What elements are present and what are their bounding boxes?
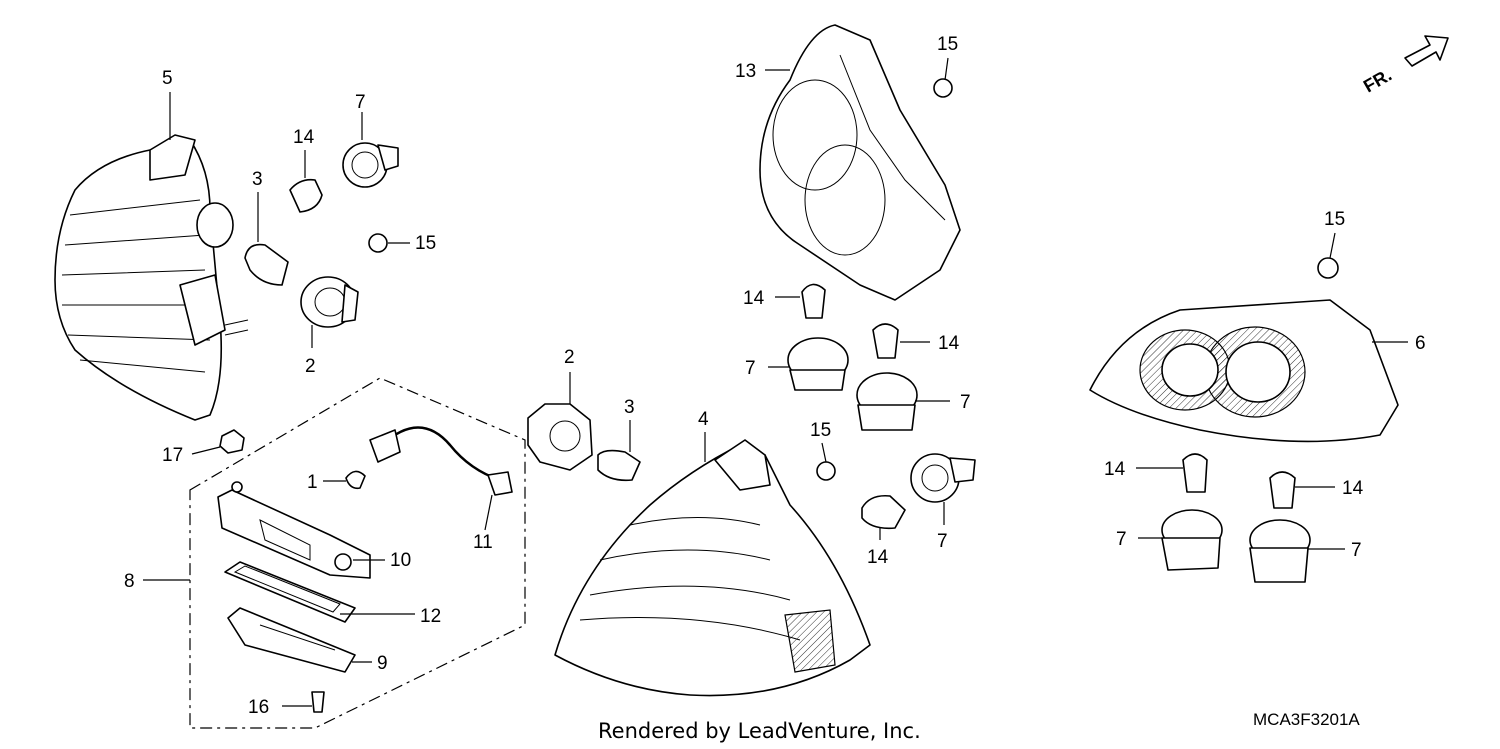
- screw-16[interactable]: [311, 691, 325, 713]
- callout-15: 15: [1324, 209, 1345, 230]
- callout-14: 14: [938, 333, 960, 354]
- gasket-12[interactable]: [224, 561, 356, 623]
- bulb-socket-7-a[interactable]: [342, 142, 399, 188]
- callout-16: 16: [248, 697, 269, 718]
- callout-14: 14: [1342, 478, 1364, 499]
- callout-6: 6: [1415, 333, 1426, 354]
- wiring-harness-11[interactable]: [369, 426, 513, 496]
- callout-3: 3: [252, 169, 263, 190]
- lens-9[interactable]: [227, 607, 356, 673]
- bulb-socket-7-e[interactable]: [1161, 509, 1223, 571]
- bulb-socket-7-b[interactable]: [787, 337, 849, 391]
- wedge-bulb-3-b[interactable]: [597, 449, 641, 482]
- bulb-socket-7-f[interactable]: [1249, 519, 1311, 583]
- callout-7: 7: [1116, 529, 1127, 550]
- callout-7: 7: [745, 358, 756, 379]
- callout-12: 12: [420, 606, 441, 627]
- callout-4: 4: [698, 409, 709, 430]
- front-direction-arrow-icon: [1404, 35, 1449, 67]
- callout-17: 17: [162, 445, 183, 466]
- bulb-socket-2-b[interactable]: [527, 403, 593, 471]
- wedge-bulb-14-a[interactable]: [289, 178, 323, 213]
- wedge-bulb-3-a[interactable]: [244, 243, 289, 286]
- diagram-code: MCA3F3201A: [1253, 710, 1360, 729]
- callout-13: 13: [735, 61, 756, 82]
- wedge-bulb-14-d[interactable]: [861, 494, 906, 530]
- bulb-socket-7-d[interactable]: [910, 453, 976, 503]
- front-marker-label: FR.: [1360, 65, 1395, 97]
- render-credit: Rendered by LeadVenture, Inc.: [598, 719, 921, 743]
- callout-9: 9: [377, 653, 388, 674]
- callout-10: 10: [390, 550, 411, 571]
- callout-3: 3: [624, 397, 635, 418]
- bulb-1[interactable]: [345, 470, 366, 490]
- screw-10[interactable]: [334, 553, 352, 571]
- callout-8: 8: [124, 571, 135, 592]
- clip-15-c[interactable]: [933, 78, 953, 98]
- callout-1: 1: [307, 472, 318, 493]
- callout-7: 7: [1351, 540, 1362, 561]
- tail-lamp-4[interactable]: [554, 439, 871, 697]
- leader-lines: [143, 57, 1408, 707]
- bulb-socket-2-a[interactable]: [300, 276, 359, 328]
- nut-17[interactable]: [219, 429, 245, 454]
- callout-14: 14: [867, 547, 889, 568]
- callout-14: 14: [1104, 459, 1126, 480]
- tail-lamp-left-outer[interactable]: [54, 134, 249, 421]
- wedge-bulb-14-f[interactable]: [1269, 471, 1296, 509]
- callout-15: 15: [810, 420, 831, 441]
- callout-7: 7: [355, 92, 366, 113]
- clip-15-d[interactable]: [1317, 257, 1339, 279]
- callout-2: 2: [564, 347, 575, 368]
- wedge-bulb-14-e[interactable]: [1182, 453, 1208, 493]
- clip-15-a[interactable]: [368, 233, 388, 253]
- clip-15-b[interactable]: [816, 461, 836, 481]
- callout-11: 11: [473, 532, 493, 553]
- license-lamp-housing-8[interactable]: [217, 481, 371, 579]
- inner-lamp-13[interactable]: [759, 24, 961, 301]
- callout-15: 15: [415, 233, 436, 254]
- callout-14: 14: [293, 127, 315, 148]
- callout-14: 14: [743, 288, 765, 309]
- callout-7: 7: [960, 392, 971, 413]
- wedge-bulb-14-b[interactable]: [801, 283, 826, 319]
- callout-15: 15: [937, 34, 958, 55]
- callout-7: 7: [937, 531, 948, 552]
- inner-lamp-6[interactable]: [1089, 299, 1399, 443]
- bulb-socket-7-c[interactable]: [856, 372, 918, 431]
- callout-2: 2: [305, 356, 316, 377]
- callout-5: 5: [162, 68, 173, 89]
- wedge-bulb-14-c[interactable]: [872, 323, 899, 359]
